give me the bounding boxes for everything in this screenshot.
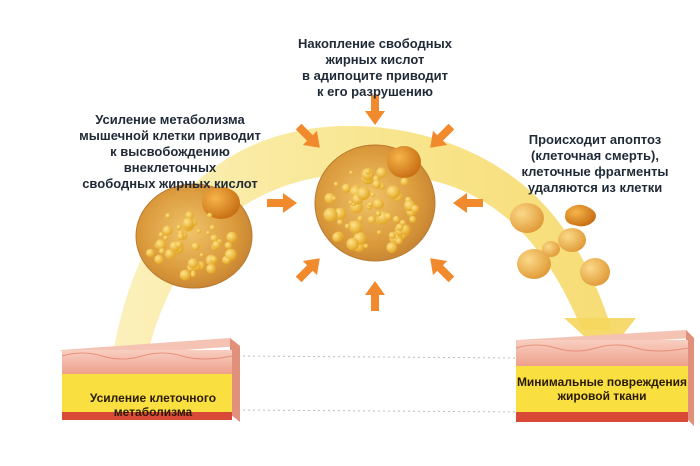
fat-droplet bbox=[367, 215, 376, 224]
fat-droplet bbox=[375, 210, 382, 217]
fat-droplet bbox=[191, 242, 200, 251]
fat-droplet bbox=[165, 213, 171, 219]
fat-droplet bbox=[210, 255, 218, 264]
fat-droplet bbox=[372, 179, 382, 189]
fat-droplet bbox=[337, 219, 344, 226]
fat-droplet bbox=[224, 241, 233, 250]
fat-droplet bbox=[162, 225, 173, 236]
fat-cell-icon bbox=[314, 144, 436, 262]
fat-droplet bbox=[187, 258, 199, 269]
fat-droplet bbox=[212, 240, 221, 250]
fat-droplet bbox=[155, 239, 167, 251]
fat-droplet bbox=[206, 264, 216, 274]
fat-droplet bbox=[333, 181, 339, 187]
fat-droplet bbox=[185, 211, 194, 220]
compression-arrow bbox=[430, 258, 455, 283]
fat-droplet bbox=[164, 249, 176, 260]
fat-droplet bbox=[409, 215, 417, 223]
fat-droplet bbox=[158, 232, 164, 238]
fat-droplet bbox=[388, 231, 396, 240]
fat-droplet bbox=[365, 169, 371, 175]
fat-droplet bbox=[146, 248, 155, 258]
compression-arrow bbox=[430, 123, 455, 148]
tissue-block-left bbox=[60, 338, 240, 422]
dotted-line-top bbox=[237, 355, 521, 359]
fat-droplet bbox=[206, 230, 211, 235]
process-arc bbox=[112, 125, 612, 360]
fat-droplet bbox=[182, 217, 194, 229]
fat-droplet bbox=[349, 170, 354, 175]
cell-fragment-icon bbox=[510, 203, 610, 286]
fat-droplet bbox=[207, 212, 213, 218]
compression-arrow bbox=[365, 281, 385, 311]
fat-droplet bbox=[159, 248, 166, 255]
fat-droplet bbox=[386, 185, 401, 199]
caption-top: Накопление свободных жирных кислот в ади… bbox=[298, 36, 452, 99]
fat-droplet bbox=[363, 243, 369, 249]
tissue-block-right bbox=[515, 330, 694, 426]
fat-droplet bbox=[348, 220, 363, 234]
fat-droplet bbox=[323, 207, 338, 222]
fat-droplet bbox=[370, 192, 376, 198]
fat-droplet bbox=[331, 196, 337, 201]
compression-arrow bbox=[267, 193, 297, 213]
fat-droplet bbox=[190, 272, 196, 278]
fat-droplet bbox=[199, 253, 204, 257]
fat-droplet bbox=[177, 233, 185, 241]
caption-right: Происходит апоптоз (клеточная смерть), к… bbox=[521, 132, 669, 195]
fat-droplet bbox=[392, 215, 400, 223]
fat-droplet bbox=[346, 237, 360, 251]
fat-droplet bbox=[179, 269, 191, 281]
fat-droplet bbox=[373, 198, 384, 210]
block-label-right: Минимальные повреждения жировой ткани bbox=[516, 375, 688, 403]
block-label-left: Усиление клеточного метаболизма bbox=[89, 391, 217, 419]
compression-arrow bbox=[365, 95, 385, 125]
fat-droplet bbox=[356, 186, 370, 200]
fat-droplet bbox=[163, 235, 169, 241]
compression-arrow bbox=[453, 193, 483, 213]
compression-arrow bbox=[295, 123, 320, 148]
fat-droplet bbox=[386, 242, 398, 253]
fat-droplet bbox=[332, 232, 342, 243]
fat-cell-icon bbox=[135, 183, 253, 289]
fat-droplet bbox=[411, 204, 419, 213]
fat-droplet bbox=[348, 200, 353, 205]
fat-droplet bbox=[341, 183, 351, 193]
fat-droplet bbox=[395, 237, 403, 245]
fat-droplet bbox=[324, 193, 336, 204]
fat-droplet bbox=[384, 212, 393, 221]
fat-droplet bbox=[357, 215, 364, 222]
fat-droplet bbox=[176, 224, 182, 230]
fat-droplet bbox=[399, 219, 406, 226]
fat-droplet bbox=[400, 177, 409, 186]
fat-droplet bbox=[175, 241, 183, 249]
dotted-line-bottom bbox=[237, 409, 521, 413]
fat-droplet bbox=[196, 229, 201, 234]
compression-arrows-icon bbox=[267, 95, 483, 311]
fat-droplet bbox=[344, 223, 351, 230]
fat-droplet bbox=[224, 257, 231, 264]
fat-droplet bbox=[376, 230, 382, 235]
fat-droplet bbox=[226, 231, 238, 243]
fat-droplet bbox=[210, 234, 218, 243]
fat-droplet bbox=[154, 254, 164, 264]
compression-arrow bbox=[295, 258, 320, 283]
caption-left: Усиление метаболизма мышечной клетки при… bbox=[79, 112, 261, 191]
fat-droplet bbox=[209, 224, 216, 231]
fat-droplet bbox=[376, 167, 387, 178]
fat-droplet bbox=[367, 201, 373, 207]
